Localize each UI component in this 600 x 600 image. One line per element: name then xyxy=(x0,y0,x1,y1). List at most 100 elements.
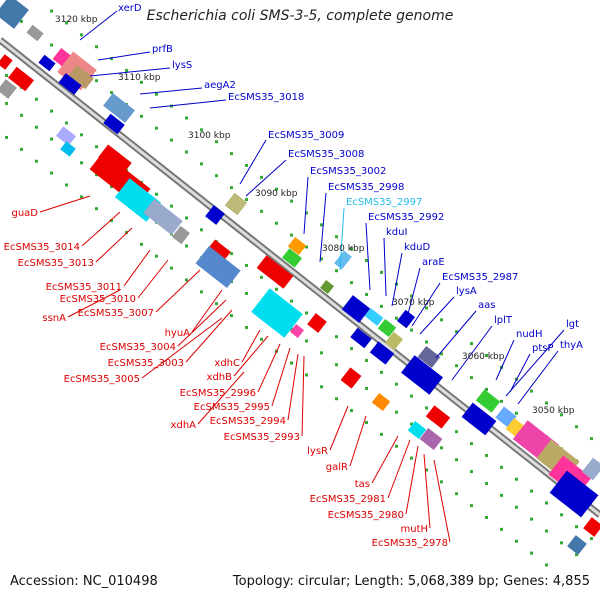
gene-block[interactable] xyxy=(419,427,443,451)
gene-block[interactable] xyxy=(340,367,362,389)
gene-block[interactable] xyxy=(171,225,191,245)
gene-label[interactable]: kduD xyxy=(404,242,430,253)
gene-label[interactable]: EcSMS35_2997 xyxy=(346,197,422,208)
gene-label[interactable]: EcSMS35_3003 xyxy=(108,358,184,369)
gene-label[interactable]: EcSMS35_2987 xyxy=(442,272,518,283)
gene-label[interactable]: galR xyxy=(326,462,348,473)
gene-label[interactable]: lysS xyxy=(172,60,192,71)
gene-block[interactable] xyxy=(334,250,352,270)
gene-label[interactable]: ssnA xyxy=(42,313,66,324)
leader-line xyxy=(339,207,345,271)
gene-block[interactable] xyxy=(56,126,76,146)
gene-block[interactable] xyxy=(475,389,501,413)
gene-block[interactable] xyxy=(384,331,404,351)
gene-block[interactable] xyxy=(350,327,372,349)
gene-block[interactable] xyxy=(38,54,56,72)
gene-label[interactable]: ptsP xyxy=(532,343,554,354)
track-dot xyxy=(170,204,173,208)
gene-block[interactable] xyxy=(581,457,600,481)
gene-label[interactable]: mutH xyxy=(400,524,428,535)
gene-block[interactable] xyxy=(407,420,427,440)
gene-label[interactable]: EcSMS35_3018 xyxy=(228,92,304,103)
gene-block[interactable] xyxy=(195,246,241,288)
gene-label[interactable]: EcSMS35_2996 xyxy=(180,388,256,399)
leader-line xyxy=(423,453,431,529)
gene-block[interactable] xyxy=(103,93,135,123)
gene-label[interactable]: EcSMS35_3007 xyxy=(78,308,154,319)
gene-block[interactable] xyxy=(364,308,384,326)
gene-label[interactable]: EcSMS35_3010 xyxy=(60,294,136,305)
gene-block[interactable] xyxy=(58,73,82,95)
gene-block[interactable] xyxy=(567,535,587,555)
track-dot xyxy=(35,97,38,101)
gene-block[interactable] xyxy=(549,470,599,518)
leader-line xyxy=(191,289,223,333)
gene-block[interactable] xyxy=(583,517,600,537)
gene-block[interactable] xyxy=(371,392,391,412)
gene-label[interactable]: EcSMS35_3014 xyxy=(4,242,80,253)
gene-block[interactable] xyxy=(401,355,443,395)
gene-block[interactable] xyxy=(143,198,183,236)
gene-block[interactable] xyxy=(425,405,451,429)
gene-block[interactable] xyxy=(0,79,17,99)
gene-block[interactable] xyxy=(103,113,125,135)
gene-label[interactable]: EcSMS35_2992 xyxy=(368,212,444,223)
gene-block[interactable] xyxy=(289,323,305,339)
gene-label[interactable]: nudH xyxy=(516,329,543,340)
gene-label[interactable]: xdhC xyxy=(214,358,240,369)
gene-label[interactable]: lysA xyxy=(456,286,477,297)
track-dot xyxy=(80,133,83,137)
gene-label[interactable]: EcSMS35_2995 xyxy=(194,402,270,413)
gene-label[interactable]: EcSMS35_3002 xyxy=(310,166,386,177)
gene-block[interactable] xyxy=(417,345,441,369)
gene-label[interactable]: xdhB xyxy=(207,372,233,383)
gene-label[interactable]: EcSMS35_3004 xyxy=(100,342,176,353)
leader-line xyxy=(137,259,169,299)
gene-label[interactable]: EcSMS35_2998 xyxy=(328,182,404,193)
gene-label[interactable]: lysR xyxy=(307,446,328,457)
gene-label[interactable]: araE xyxy=(422,257,445,268)
gene-label[interactable]: EcSMS35_3008 xyxy=(288,149,364,160)
gene-block[interactable] xyxy=(396,309,416,329)
gene-label[interactable]: guaD xyxy=(11,208,38,219)
gene-label[interactable]: EcSMS35_3009 xyxy=(268,130,344,141)
gene-block[interactable] xyxy=(0,54,13,70)
gene-label[interactable]: lgt xyxy=(566,319,579,330)
gene-block[interactable] xyxy=(8,66,34,92)
gene-label[interactable]: EcSMS35_2980 xyxy=(328,510,404,521)
gene-label[interactable]: prfB xyxy=(152,44,173,55)
gene-label[interactable]: xerD xyxy=(118,3,142,14)
gene-block[interactable] xyxy=(282,248,302,268)
gene-label[interactable]: kduI xyxy=(386,227,407,238)
gene-block[interactable] xyxy=(307,313,327,333)
gene-block[interactable] xyxy=(0,0,29,29)
gene-block[interactable] xyxy=(461,402,497,436)
gene-label[interactable]: EcSMS35_3013 xyxy=(18,258,94,269)
gene-label[interactable]: aas xyxy=(478,300,495,311)
gene-block[interactable] xyxy=(224,192,248,216)
accession-label: Accession: NC_010498 xyxy=(10,574,158,589)
gene-block[interactable] xyxy=(319,279,335,295)
gene-block[interactable] xyxy=(256,255,294,289)
gene-block[interactable] xyxy=(341,295,371,323)
gene-label[interactable]: tas xyxy=(355,479,370,490)
gene-label[interactable]: aegA2 xyxy=(204,80,236,91)
gene-block[interactable] xyxy=(205,205,225,225)
gene-label[interactable]: EcSMS35_2981 xyxy=(310,494,386,505)
gene-block[interactable] xyxy=(369,341,395,365)
gene-block[interactable] xyxy=(251,288,303,338)
gene-label[interactable]: EcSMS35_3005 xyxy=(64,374,140,385)
gene-label[interactable]: EcSMS35_2978 xyxy=(372,538,448,549)
gene-block[interactable] xyxy=(26,24,44,42)
gene-label[interactable]: hyuA xyxy=(165,328,191,339)
gene-label[interactable]: EcSMS35_2994 xyxy=(210,416,286,427)
gene-block[interactable] xyxy=(68,64,94,90)
gene-block[interactable] xyxy=(377,318,397,338)
gene-label[interactable]: EcSMS35_2993 xyxy=(224,432,300,443)
gene-label[interactable]: xdhA xyxy=(171,420,197,431)
gene-block[interactable] xyxy=(287,236,307,256)
gene-label[interactable]: EcSMS35_3011 xyxy=(46,282,122,293)
gene-label[interactable]: thyA xyxy=(560,340,583,351)
gene-label[interactable]: lplT xyxy=(494,315,513,326)
gene-block[interactable] xyxy=(60,141,76,157)
